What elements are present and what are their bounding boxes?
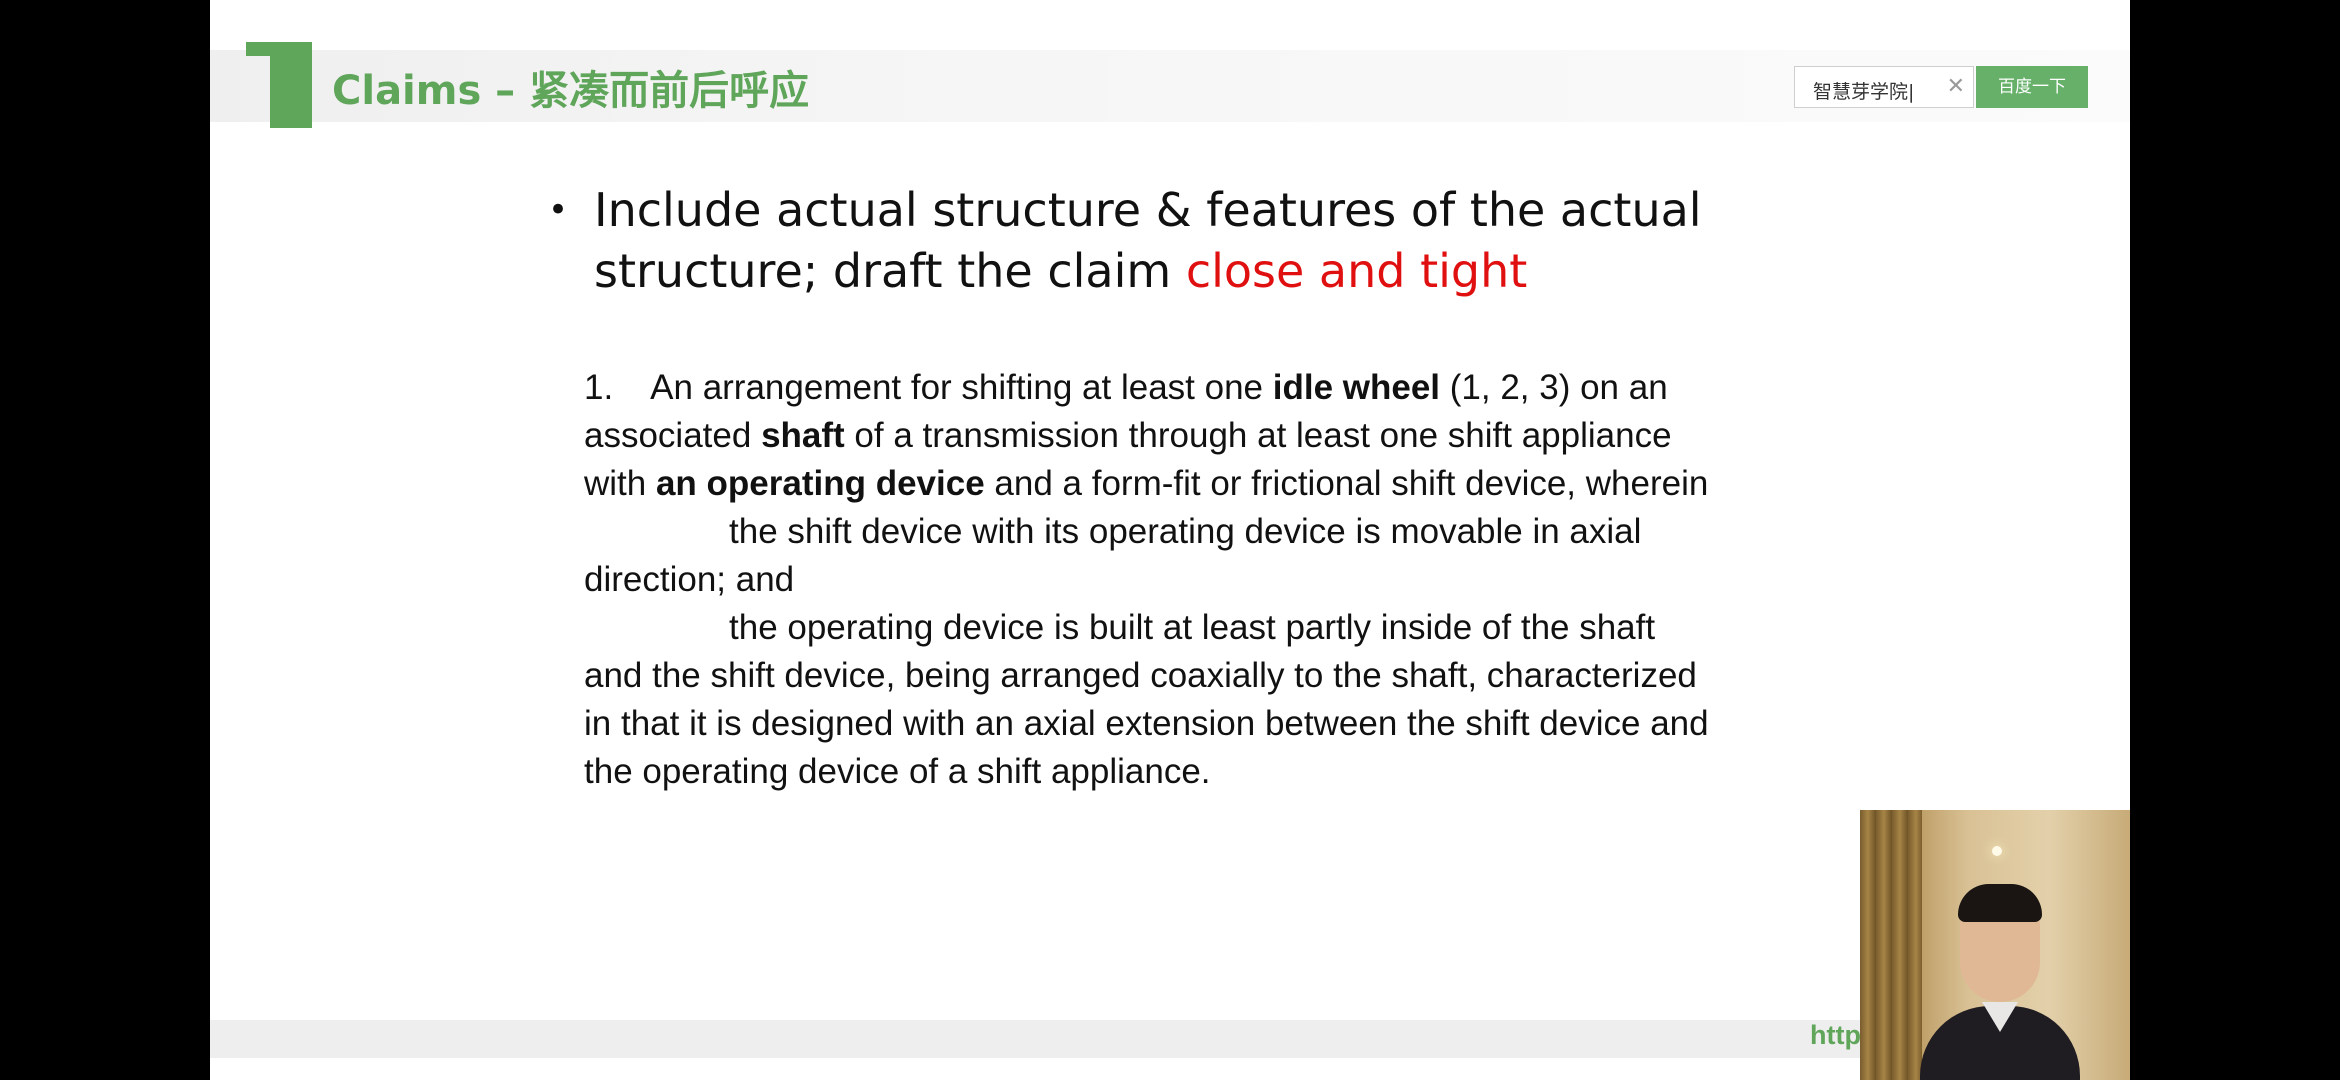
accent-bar bbox=[270, 42, 312, 128]
close-icon[interactable]: ✕ bbox=[1946, 74, 1965, 99]
search-button[interactable]: 百度一下 bbox=[1976, 66, 2088, 108]
footer-link[interactable]: http bbox=[1810, 1020, 1861, 1050]
bullet-dot-icon: • bbox=[548, 190, 569, 230]
search-input[interactable]: 智慧芽学院| ✕ bbox=[1794, 66, 1974, 108]
accent-notch bbox=[246, 42, 272, 56]
bullet-highlight: close and tight bbox=[1185, 244, 1528, 298]
claim-paragraph-3: the operating device is built at least p… bbox=[584, 608, 1709, 791]
bullet-point: • Include actual structure & features of… bbox=[548, 180, 1748, 302]
claim-term-shaft: shaft bbox=[761, 416, 845, 455]
claim-p1-c: (1, 2, 3) on an associated bbox=[584, 368, 1668, 455]
presenter-hair bbox=[1958, 884, 2042, 922]
claim-text: 1. An arrangement for shifting at least … bbox=[584, 364, 1714, 796]
claim-paragraph-1: 1. An arrangement for shifting at least … bbox=[584, 364, 1714, 508]
webcam-video-icon[interactable] bbox=[1860, 810, 2130, 1080]
claim-p1-a: 1. An arrangement for shifting at least … bbox=[584, 368, 1273, 407]
claim-paragraph-2: the shift device with its operating devi… bbox=[584, 512, 1642, 599]
ceiling-lamp bbox=[1992, 846, 2002, 856]
bullet-text: Include actual structure & features of t… bbox=[594, 180, 1748, 302]
claim-p1-e: of a transmission through at least one s… bbox=[584, 416, 1672, 503]
slide-title: Claims – 紧凑而前后呼应 bbox=[332, 68, 810, 114]
curtain bbox=[1860, 810, 1922, 1080]
claim-term-idle-wheel: idle wheel bbox=[1272, 368, 1441, 407]
presentation-slide: Claims – 紧凑而前后呼应 智慧芽学院| ✕ 百度一下 • Include… bbox=[210, 0, 2130, 1080]
claim-term-operating-device: an operating device bbox=[655, 464, 985, 503]
search-input-value: 智慧芽学院| bbox=[1813, 81, 1915, 103]
footer-band bbox=[210, 1020, 2130, 1058]
claim-p1-g: and a form-fit or frictional shift devic… bbox=[984, 464, 1709, 503]
bullet-text-main: Include actual structure & features of t… bbox=[594, 183, 1702, 298]
